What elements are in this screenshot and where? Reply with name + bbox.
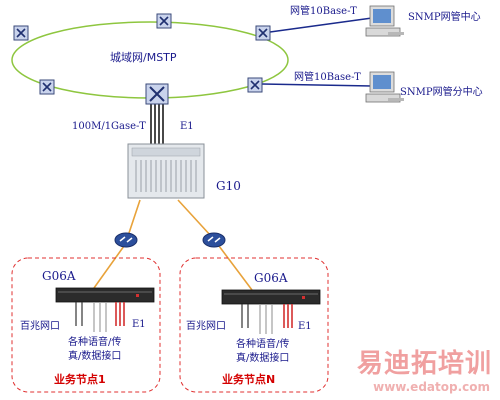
g06a-label-n: G06A <box>254 271 288 285</box>
computer-icon <box>365 71 404 103</box>
node-title-1: 业务节点1 <box>54 373 106 386</box>
interfaces-label-1b: 真/数据接口 <box>68 351 122 362</box>
ring-switch <box>247 77 263 93</box>
g10-label: G10 <box>216 179 241 193</box>
router-icon <box>202 232 226 248</box>
ethernet-label-n: 百兆网口 <box>186 321 226 332</box>
ring-switch <box>255 25 271 41</box>
node-box-n <box>179 257 329 393</box>
uplink-label: 100M/1Gase-T <box>72 121 146 132</box>
node-box-1 <box>11 257 161 393</box>
g10-chassis <box>127 143 205 199</box>
computer-icon <box>365 5 404 37</box>
nms-link-bottom-label: 网管10Base-T <box>294 72 361 83</box>
router-icon <box>114 232 138 248</box>
link-g10-node1 <box>127 199 141 237</box>
watermark-name: 易迪拓培训 <box>356 349 492 379</box>
snmp-branch-label: SNMP网管分中心 <box>400 87 483 98</box>
nms-link-top <box>269 17 373 33</box>
e1-label-1: E1 <box>132 319 146 330</box>
e1-top-label: E1 <box>180 121 194 132</box>
node-title-n: 业务节点N <box>222 373 276 386</box>
ring-switch <box>156 13 172 29</box>
e1-label-n: E1 <box>298 321 312 332</box>
link-g10-nodeN <box>177 199 212 237</box>
ring-switch-main <box>145 83 169 105</box>
g06a-label-1: G06A <box>42 269 76 283</box>
watermark-url: www.edatop.com <box>373 380 490 394</box>
g06a-device <box>221 289 321 305</box>
ethernet-label-1: 百兆网口 <box>20 321 60 332</box>
nms-link-bottom <box>261 83 373 87</box>
ring-switch <box>39 79 55 95</box>
g06a-device <box>55 287 155 303</box>
interfaces-label-1a: 各种语音/传 <box>68 337 122 348</box>
node1-cables <box>75 302 125 332</box>
uplink-bundle <box>150 100 164 146</box>
nms-link-top-label: 网管10Base-T <box>290 6 357 17</box>
ring-label: 城域网/MSTP <box>110 51 177 64</box>
snmp-center-label: SNMP网管中心 <box>408 12 481 23</box>
link-router1-g06a1 <box>93 245 125 289</box>
interfaces-label-na: 各种语音/传 <box>236 339 290 350</box>
nodeN-cables <box>241 304 293 334</box>
interfaces-label-nb: 真/数据接口 <box>236 353 290 364</box>
ring-switch <box>13 25 29 41</box>
link-routerN-g06aN <box>218 245 253 291</box>
